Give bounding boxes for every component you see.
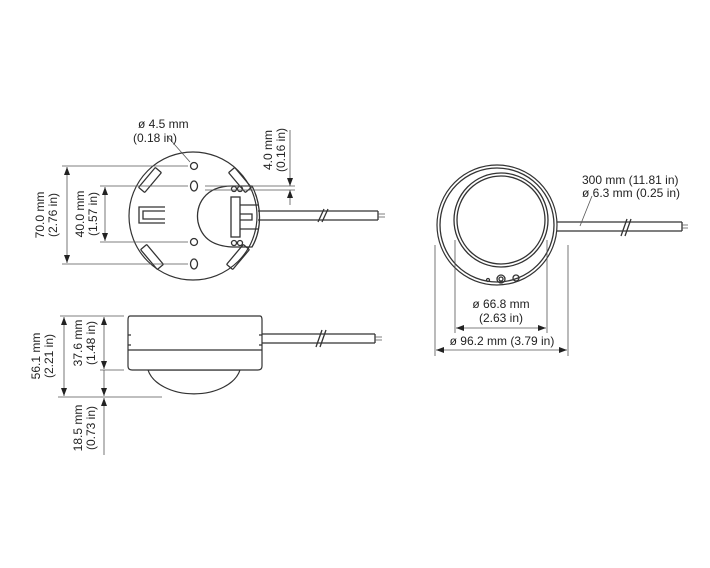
offset-label-in: (0.16 in) <box>274 128 288 172</box>
inner-diameter-label-in: (2.63 in) <box>479 311 523 325</box>
dimension-40mm: 40.0 mm (1.57 in) <box>73 185 188 243</box>
outer-holes-label: 70.0 mm <box>33 192 47 239</box>
mounting-holes <box>189 161 199 270</box>
indicator-leds <box>485 274 520 284</box>
total-height-label: 56.1 mm <box>29 333 43 380</box>
top-cable <box>258 208 385 223</box>
sensor-dome <box>147 369 241 395</box>
dimension-37mm: 37.6 mm (1.48 in) <box>71 317 124 371</box>
dimension-96mm: ø 96.2 mm (3.79 in) <box>434 245 569 356</box>
hole-leader <box>166 135 191 163</box>
dimension-66mm: ø 66.8 mm (2.63 in) <box>454 240 548 333</box>
outer-diameter-label: ø 96.2 mm (3.79 in) <box>450 334 555 348</box>
body-height-label-in: (1.48 in) <box>84 321 98 365</box>
body-height-label: 37.6 mm <box>71 320 85 367</box>
front-view: 300 mm (11.81 in) ø 6.3 mm (0.25 in) ø 6… <box>434 164 688 356</box>
hole-diameter-label: ø 4.5 mm <box>138 117 189 131</box>
side-cable <box>260 329 382 348</box>
inner-holes-label-in: (1.57 in) <box>86 192 100 236</box>
inner-holes-label: 40.0 mm <box>73 191 87 238</box>
side-view: 56.1 mm (2.21 in) 37.6 mm (1.48 in) 18.5… <box>29 315 382 455</box>
dome-height-label: 18.5 mm <box>71 405 85 452</box>
cable-diameter-label: ø 6.3 mm (0.25 in) <box>582 186 680 200</box>
front-cable <box>555 218 688 237</box>
dimension-18mm: 18.5 mm (0.73 in) <box>71 370 107 455</box>
dimension-4mm: 4.0 mm (0.16 in) <box>205 128 295 205</box>
top-view: ø 4.5 mm (0.18 in) 70.0 mm (2.76 in) 40.… <box>33 117 385 281</box>
inner-diameter-label: ø 66.8 mm <box>472 297 529 311</box>
cable-leader <box>579 195 593 227</box>
dimension-70mm: 70.0 mm (2.76 in) <box>33 165 188 265</box>
cable-length-label: 300 mm (11.81 in) <box>582 173 679 187</box>
inner-lens <box>453 172 549 268</box>
outer-holes-label-in: (2.76 in) <box>46 193 60 237</box>
housing-body <box>127 315 263 371</box>
hole-diameter-label-in: (0.18 in) <box>133 131 177 145</box>
terminal-cavity <box>196 185 261 248</box>
total-height-label-in: (2.21 in) <box>42 334 56 378</box>
offset-label: 4.0 mm <box>261 130 275 170</box>
dimension-56mm: 56.1 mm (2.21 in) <box>29 315 162 398</box>
dome-height-label-in: (0.73 in) <box>84 406 98 450</box>
base-plate <box>128 151 258 281</box>
